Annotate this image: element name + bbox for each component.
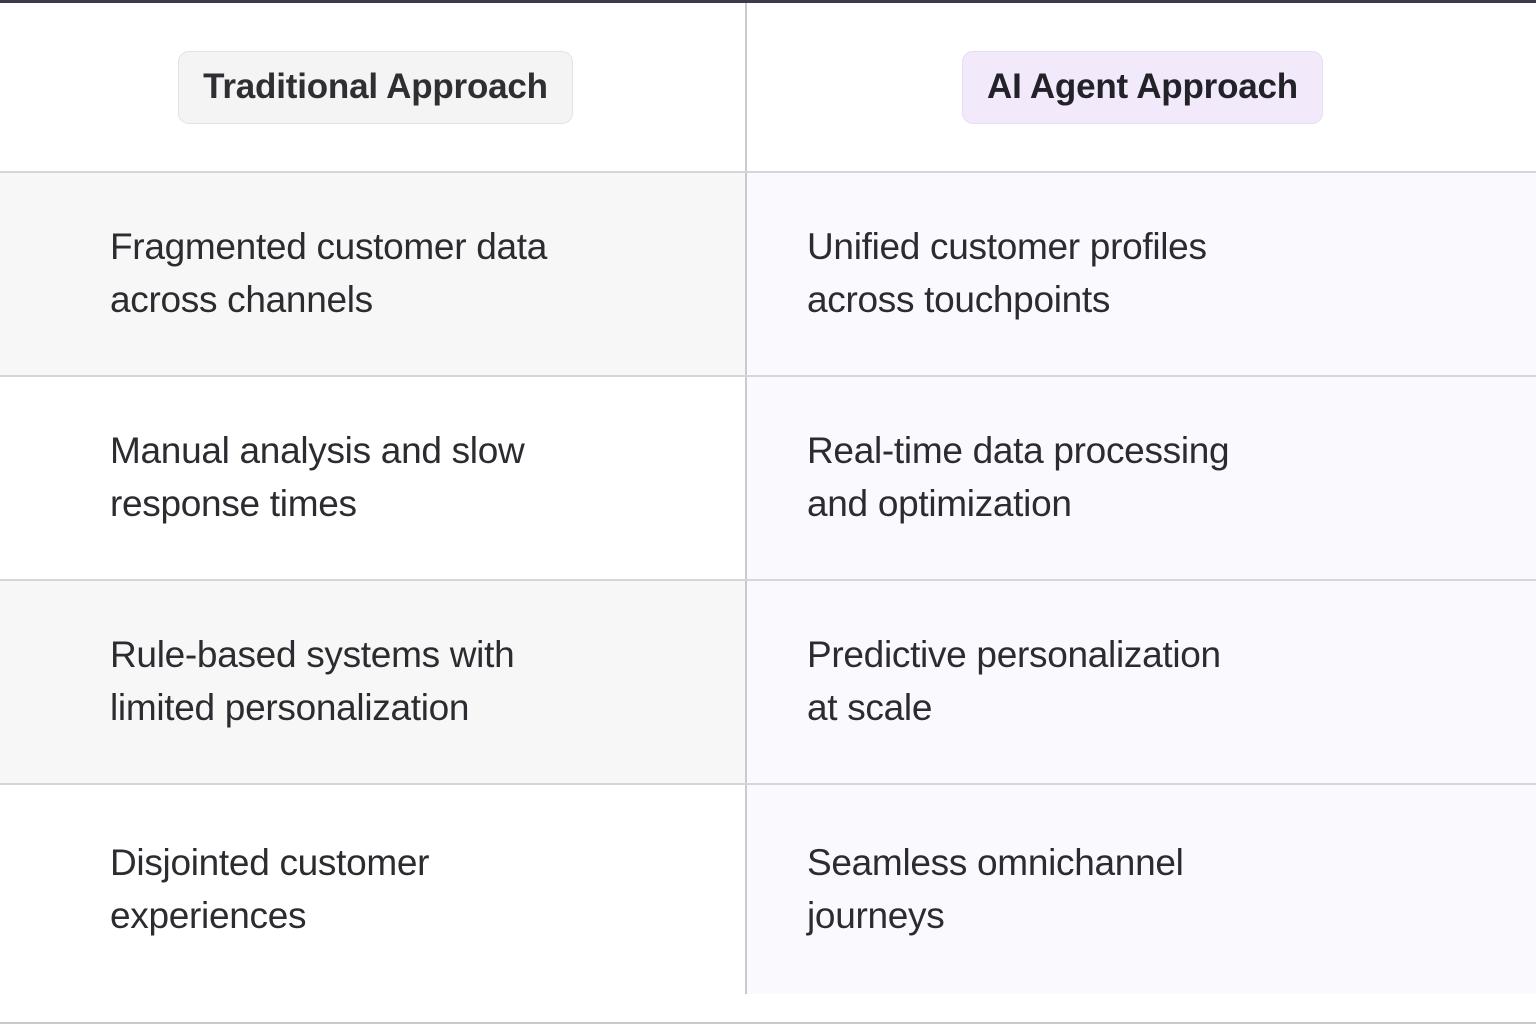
header-badge-ai-agent: AI Agent Approach bbox=[962, 50, 1323, 124]
table-row: Manual analysis and slow response times … bbox=[0, 377, 1536, 581]
header-badge-traditional: Traditional Approach bbox=[178, 50, 573, 124]
cell-text: Predictive personalization at scale bbox=[807, 634, 1221, 728]
cell-traditional-2: Manual analysis and slow response times bbox=[0, 377, 747, 579]
table-row: Fragmented customer data across channels… bbox=[0, 173, 1536, 377]
cell-traditional-4: Disjointed customer experiences bbox=[0, 785, 747, 994]
table-row: Rule-based systems with limited personal… bbox=[0, 581, 1536, 785]
cell-ai-agent-1: Unified customer profiles across touchpo… bbox=[747, 173, 1536, 375]
cell-traditional-1: Fragmented customer data across channels bbox=[0, 173, 747, 375]
cell-text: Seamless omnichannel journeys bbox=[807, 841, 1184, 936]
table-header-row: Traditional Approach AI Agent Approach bbox=[0, 3, 1536, 173]
cell-ai-agent-3: Predictive personalization at scale bbox=[747, 581, 1536, 783]
cell-traditional-3: Rule-based systems with limited personal… bbox=[0, 581, 747, 783]
header-cell-traditional: Traditional Approach bbox=[0, 3, 747, 171]
cell-text: Disjointed customer experiences bbox=[110, 841, 430, 936]
cell-ai-agent-2: Real-time data processing and optimizati… bbox=[747, 377, 1536, 579]
cell-text: Rule-based systems with limited personal… bbox=[110, 634, 515, 728]
cell-text: Manual analysis and slow response times bbox=[110, 430, 525, 524]
cell-text: Real-time data processing and optimizati… bbox=[807, 430, 1230, 524]
header-cell-ai-agent: AI Agent Approach bbox=[747, 3, 1536, 171]
cell-ai-agent-4: Seamless omnichannel journeys bbox=[747, 785, 1536, 994]
cell-text: Fragmented customer data across channels bbox=[110, 226, 548, 320]
cell-text: Unified customer profiles across touchpo… bbox=[807, 226, 1207, 320]
table-row: Disjointed customer experiences Seamless… bbox=[0, 785, 1536, 994]
